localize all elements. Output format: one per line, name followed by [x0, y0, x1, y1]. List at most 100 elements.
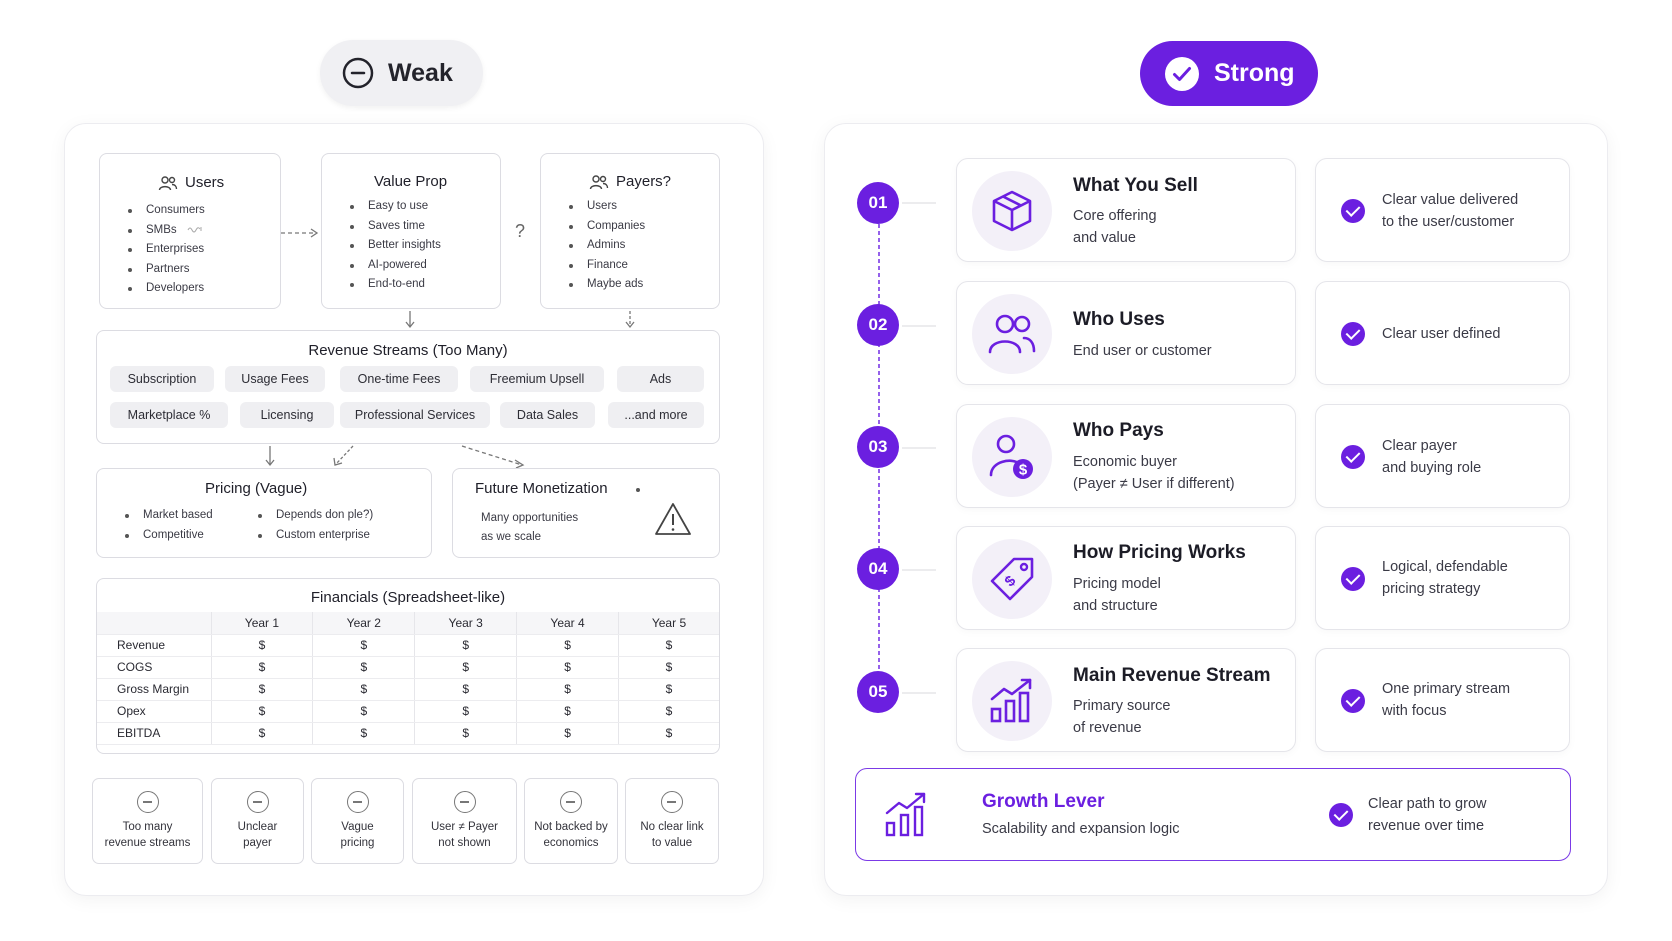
row-label: Opex [97, 700, 212, 723]
list-item: Easy to use [346, 197, 441, 217]
list-item: SMBs [124, 221, 205, 241]
table-cell: $ [414, 656, 518, 679]
table-cell: $ [312, 722, 416, 745]
revenue-chip: One-time Fees [340, 366, 458, 392]
table-cell: $ [618, 634, 719, 657]
step-icon-wrap: $ [972, 417, 1052, 497]
list-item: Admins [565, 236, 645, 256]
step-result-card: Logical, defendable pricing strategy [1315, 526, 1570, 630]
row-label: COGS [97, 656, 212, 679]
table-header-cell: Year 4 [516, 612, 619, 635]
users-icon [589, 174, 609, 189]
note-card: Vague pricing [311, 778, 404, 864]
step-number-badge: 01 [857, 182, 899, 224]
step-number-badge: 05 [857, 671, 899, 713]
table-cell: $ [414, 634, 518, 657]
list-item: Saves time [346, 217, 441, 237]
box-icon [992, 190, 1032, 232]
step-icon-wrap [972, 661, 1052, 741]
financials-box: Financials (Spreadsheet-like) Year 1 Yea… [96, 578, 720, 754]
table-cell: $ [414, 722, 518, 745]
arrow-down-icon [625, 311, 635, 329]
step-desc: Core offering and value [1073, 208, 1157, 246]
users-icon [158, 175, 178, 190]
note-text: not shown [438, 837, 491, 849]
users-icon [988, 314, 1036, 354]
strong-label: Strong [1214, 59, 1295, 87]
list-item: AI-powered [346, 256, 441, 276]
note-text: Unclear [237, 821, 278, 833]
table-header-cell: Year 5 [618, 612, 719, 635]
list-item: Market based [121, 506, 213, 526]
minus-circle-icon [342, 57, 374, 89]
table-cell: $ [312, 656, 416, 679]
list-item: Competitive [121, 526, 213, 546]
step-card-who-pays: $ Who Pays Economic buyer (Payer ≠ User … [956, 404, 1296, 508]
step-result-card: One primary stream with focus [1315, 648, 1570, 752]
users-box: Users Consumers SMBs Enterprises Partner… [99, 153, 281, 309]
note-text: economics [543, 837, 599, 849]
check-icon [1341, 567, 1365, 591]
growth-lever-title: Growth Lever [982, 791, 1105, 812]
arrow-down-icon [405, 311, 415, 329]
list-item: Consumers [124, 201, 205, 221]
table-cell: $ [516, 722, 619, 745]
dashed-arrow-icon [281, 228, 319, 238]
check-icon [1341, 199, 1365, 223]
scribble-icon [187, 227, 202, 233]
check-circle-icon [1165, 56, 1199, 91]
table-cell: $ [312, 700, 416, 723]
check-icon [1341, 689, 1365, 713]
dashed-arrows-icon [265, 445, 525, 469]
step-result-card: Clear value delivered to the user/custom… [1315, 158, 1570, 262]
table-header-cell: Year 2 [312, 612, 416, 635]
revenue-chip: ...and more [608, 402, 704, 428]
note-text: revenue streams [104, 837, 191, 849]
table-cell: $ [211, 656, 314, 679]
step-number-badge: 04 [857, 548, 899, 590]
revenue-chip: Freemium Upsell [470, 366, 604, 392]
note-card: Too many revenue streams [92, 778, 203, 864]
payers-title-text: Payers? [616, 173, 672, 190]
future-monetization-box: Future Monetization Many opportunities a… [452, 468, 720, 558]
note-card: No clear link to value [625, 778, 719, 864]
table-cell: $ [516, 678, 619, 701]
list-item: Depends don ple?) [254, 506, 373, 526]
table-row: Revenue $ $ $ $ $ [97, 634, 719, 657]
list-item: Custom enterprise [254, 526, 373, 546]
table-cell: $ [211, 634, 314, 657]
table-cell: $ [516, 700, 619, 723]
users-box-title: Users [158, 174, 224, 191]
step-icon-wrap: $ [972, 539, 1052, 619]
financials-title: Financials (Spreadsheet-like) [310, 589, 506, 606]
user-dollar-icon: $ [989, 434, 1033, 479]
payers-box-title: Payers? [589, 173, 671, 190]
step-result-text: One primary stream with focus [1382, 681, 1511, 719]
table-cell: $ [211, 678, 314, 701]
users-list: Consumers SMBs Enterprises Partners Deve… [124, 201, 205, 299]
note-text: No clear link [640, 821, 704, 833]
step-result-text: Clear payer and buying role [1382, 438, 1482, 476]
note-text: to value [651, 837, 693, 849]
step-title: What You Sell [1073, 175, 1198, 196]
strong-label-pill: Strong [1140, 41, 1318, 106]
value-prop-list: Easy to use Saves time Better insights A… [346, 197, 441, 295]
step-result-card: Clear payer and buying role [1315, 404, 1570, 508]
table-row: COGS $ $ $ $ $ [97, 656, 719, 679]
pricing-list-1: Market based Competitive [121, 506, 213, 545]
step-desc: Primary source of revenue [1073, 698, 1171, 736]
step-card-how-pricing-works: $ How Pricing Works Pricing model and st… [956, 526, 1296, 630]
table-cell: $ [618, 700, 719, 723]
list-item: Better insights [346, 236, 441, 256]
revenue-chip: Professional Services [340, 402, 490, 428]
growth-lever-result: Clear path to grow revenue over time [1368, 796, 1487, 834]
note-text: pricing [340, 837, 375, 849]
revenue-streams-title: Revenue Streams (Too Many) [308, 342, 508, 359]
bullet-dot [636, 488, 640, 492]
list-item: End-to-end [346, 275, 441, 295]
future-text-line: as we scale [481, 531, 542, 543]
minus-circle-icon [346, 791, 369, 813]
table-cell: $ [516, 656, 619, 679]
table-cell: $ [516, 634, 619, 657]
timeline-connector [878, 224, 880, 694]
